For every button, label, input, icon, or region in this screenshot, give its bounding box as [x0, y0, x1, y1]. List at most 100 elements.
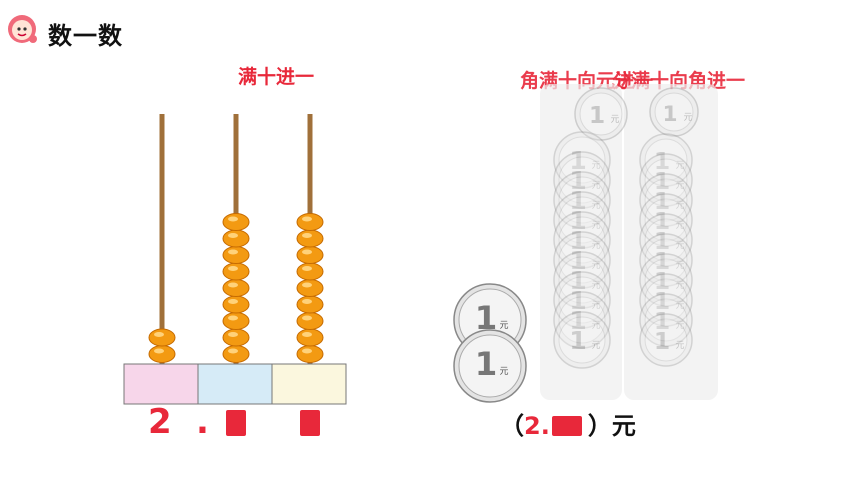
svg-text:1: 1	[589, 101, 605, 129]
bead-highlight	[228, 216, 238, 222]
svg-text:1: 1	[569, 286, 587, 315]
svg-text:元: 元	[675, 341, 684, 351]
svg-text:元: 元	[675, 241, 684, 251]
abacus	[123, 114, 347, 405]
coin-stacks: 1元1元1元1元1元1元1元1元1元1元1元1元1元1元1元1元1元1元1元1元…	[453, 84, 718, 403]
svg-text:元: 元	[610, 115, 619, 125]
faded-coin: 1元	[639, 213, 693, 267]
svg-text:元: 元	[675, 161, 684, 171]
faded-coin: 1元	[553, 231, 611, 289]
abacus-place-box	[197, 363, 273, 405]
abacus-bead	[296, 213, 324, 231]
bead-highlight	[302, 332, 312, 337]
svg-text:元: 元	[675, 321, 684, 331]
abacus-bead	[296, 328, 324, 347]
svg-text:元: 元	[591, 201, 600, 211]
bead-highlight	[302, 233, 312, 238]
bead-highlight	[228, 332, 238, 337]
svg-text:元: 元	[675, 181, 684, 191]
svg-text:元: 元	[499, 321, 508, 331]
abacus-bead	[222, 262, 250, 281]
svg-text:1: 1	[654, 187, 670, 215]
svg-text:元: 元	[675, 221, 684, 231]
abacus-bead	[148, 328, 176, 347]
abacus-bead	[222, 246, 250, 264]
faded-coin: 1元	[639, 173, 693, 227]
answer-close-unit: ）元	[587, 412, 636, 440]
abacus-rule-label: 满十进一	[238, 66, 315, 88]
abacus-answer-dot: .	[196, 402, 209, 442]
svg-text:元: 元	[675, 301, 684, 311]
svg-text:1: 1	[475, 299, 498, 337]
faded-coin: 1元	[553, 211, 611, 269]
abacus-bead	[222, 328, 250, 347]
bead-highlight	[154, 332, 164, 337]
page-title: 数一数	[48, 22, 123, 50]
svg-text:元: 元	[591, 241, 600, 251]
svg-text:1: 1	[569, 306, 587, 335]
svg-text:元: 元	[591, 301, 600, 311]
abacus-bead	[222, 279, 250, 297]
cartoon-face-icon	[8, 15, 37, 43]
bead-highlight	[302, 348, 312, 354]
bead-highlight	[228, 348, 238, 354]
bead-highlight	[228, 266, 238, 271]
faded-coin: 1元	[639, 273, 693, 327]
svg-text:元: 元	[683, 113, 692, 123]
faded-coin: 1元	[639, 233, 693, 287]
faded-coin: 1元	[639, 153, 693, 207]
abacus-bead	[296, 246, 324, 264]
abacus-bead	[222, 229, 250, 248]
svg-text:1: 1	[654, 307, 670, 335]
svg-text:元: 元	[675, 261, 684, 271]
svg-text:1: 1	[654, 167, 670, 195]
svg-text:元: 元	[591, 221, 600, 231]
svg-text:1: 1	[569, 186, 587, 215]
svg-text:1: 1	[569, 326, 587, 355]
svg-text:1: 1	[654, 207, 670, 235]
svg-text:元: 元	[675, 281, 684, 291]
faded-coin: 1元	[553, 151, 611, 209]
faded-coin: 1元	[639, 133, 693, 187]
svg-text:元: 元	[591, 281, 600, 291]
svg-text:1: 1	[654, 327, 670, 355]
svg-text:1: 1	[654, 267, 670, 295]
faded-coin: 1元	[553, 171, 611, 229]
abacus-bead	[296, 262, 324, 281]
abacus-bead	[148, 345, 176, 363]
faded-coin: 1元	[553, 271, 611, 329]
abacus-bead	[296, 345, 324, 363]
bead-highlight	[302, 282, 312, 288]
faded-coin: 1元	[639, 293, 693, 347]
hidden-answer-digits	[551, 416, 582, 436]
bead-highlight	[302, 315, 312, 321]
svg-text:1: 1	[662, 102, 677, 127]
svg-text:1: 1	[569, 166, 587, 195]
abacus-bead	[222, 312, 250, 330]
faded-coin: 1元	[553, 291, 611, 349]
bead-highlight	[228, 282, 238, 288]
faded-panel	[540, 84, 622, 400]
svg-text:1: 1	[569, 206, 587, 235]
svg-text:1: 1	[475, 345, 498, 383]
bead-highlight	[228, 315, 238, 321]
hidden-digit-hundredths	[300, 410, 320, 436]
bead-highlight	[302, 299, 312, 304]
abacus-rod	[159, 114, 165, 364]
faded-coin: 1元	[553, 131, 611, 189]
svg-text:1: 1	[654, 247, 670, 275]
faded-coin: 1元	[639, 253, 693, 307]
svg-text:1: 1	[569, 146, 587, 175]
answer-open-paren: （	[500, 412, 524, 440]
bead-highlight	[228, 233, 238, 238]
svg-text:元: 元	[591, 261, 600, 271]
faded-panel	[624, 84, 718, 400]
svg-text:元: 元	[591, 341, 600, 351]
bead-highlight	[302, 249, 312, 255]
abacus-place-box	[123, 363, 199, 405]
